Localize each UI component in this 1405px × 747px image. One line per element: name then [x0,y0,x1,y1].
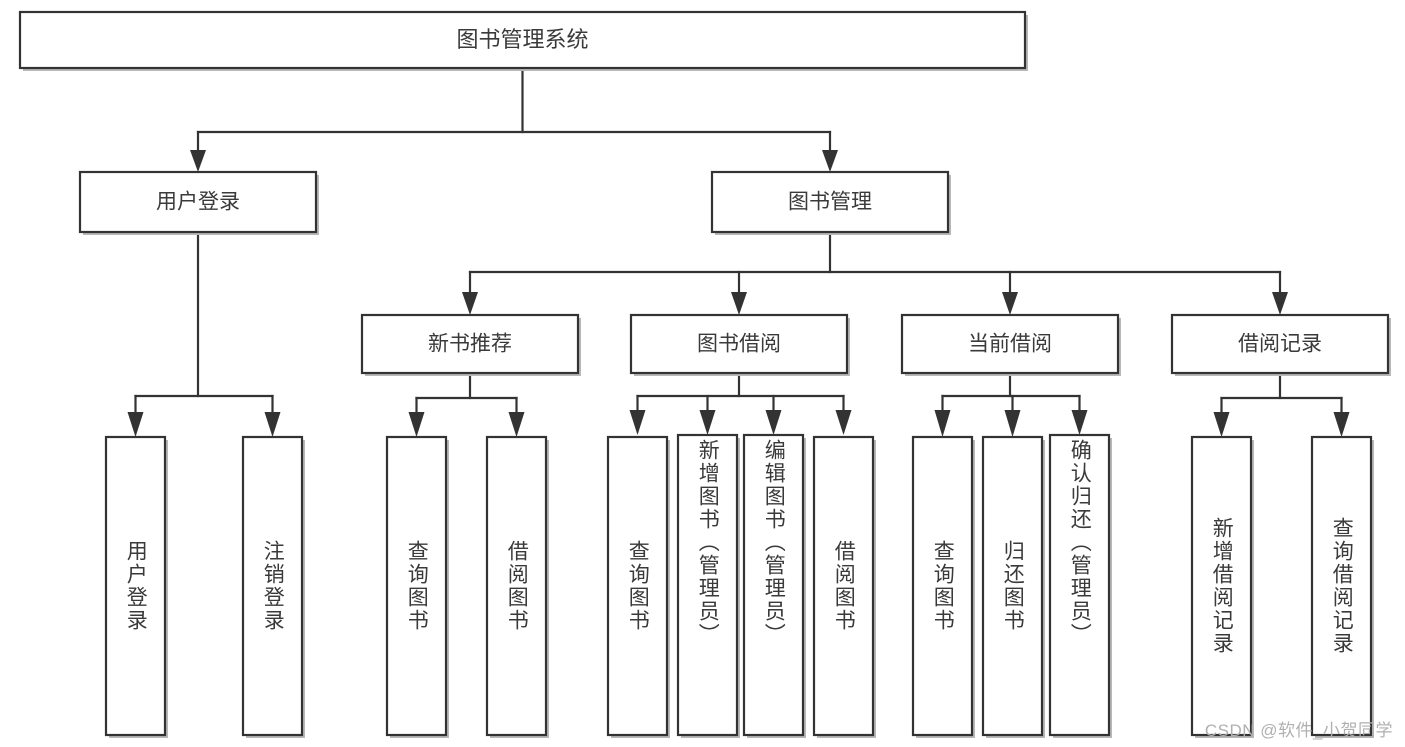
leaf-borrow-book-rec[interactable] [485,435,549,738]
arrow-head-book-borrow [731,292,747,315]
leaf-user-logout-box [241,435,304,737]
node-book-manage-label: 图书管理 [788,191,872,214]
leaf-borrow-book-box [812,435,875,737]
leaf-query-book-current-box [911,435,974,737]
leaf-edit-book-box [742,433,805,737]
node-root-box [18,10,1027,70]
leaf-query-book-borrow-box [606,435,669,737]
node-book-borrow[interactable]: 图书借阅 [629,313,850,376]
leaf-query-borrow-record[interactable] [1310,435,1374,738]
node-book-borrow-label: 图书借阅 [697,333,781,356]
leaf-borrow-book[interactable] [812,435,876,738]
arrow-head-user-login [190,150,206,172]
node-current-borrow-box [900,313,1120,375]
leaf-add-borrow-record-box [1190,435,1253,737]
arrow-head-leaf-query-book-borrow [629,410,646,435]
arrow-head-book-manage [822,150,838,172]
arrow-head-current-borrow [1002,292,1018,315]
arrow-head-leaf-borrow-book [835,410,852,435]
node-current-borrow-label: 当前借阅 [968,333,1052,356]
leaf-return-book[interactable] [981,435,1045,738]
leaf-edit-book[interactable] [742,433,806,738]
leaf-query-book-rec-box [385,435,448,737]
node-book-manage-box [710,170,950,234]
arrow-head-leaf-return-book [1004,410,1021,437]
leaf-add-book[interactable] [676,433,740,738]
node-book-borrow-box [629,313,849,375]
leaf-user-login-box [104,435,167,737]
leaf-user-login[interactable] [104,435,168,738]
node-borrow-record-label: 借阅记录 [1238,333,1322,356]
leaf-borrow-book-rec-box [485,435,548,737]
leaf-query-borrow-record-box [1310,435,1373,737]
node-new-book-recommend[interactable]: 新书推荐 [360,313,581,376]
node-user-login[interactable]: 用户登录 [78,170,319,235]
node-new-book-recommend-label: 新书推荐 [428,333,512,356]
node-current-borrow[interactable]: 当前借阅 [900,313,1121,376]
arrow-head-leaf-user-login [127,412,144,437]
arrow-head-borrow-record [1272,292,1288,315]
arrow-head-leaf-user-logout [264,412,281,437]
arrow-head-leaf-borrow-book-rec [508,412,525,437]
arrow-head-leaf-query-borrow-record [1333,412,1350,437]
connector-layer [127,66,1350,437]
node-user-login-box [78,170,318,234]
node-borrow-record-box [1170,313,1390,375]
watermark-text: CSDN @软件_小贺同学 [1204,721,1393,740]
arrow-head-leaf-edit-book [765,410,782,435]
leaf-query-book-current[interactable] [911,435,975,738]
leaf-query-book-borrow[interactable] [606,435,670,738]
leaf-add-book-box [676,433,739,737]
arrow-head-new-book-recommend [462,292,478,315]
node-root[interactable]: 图书管理系统 [18,10,1028,71]
leaf-user-logout[interactable] [241,435,305,738]
arrow-head-leaf-confirm-return [1071,410,1088,435]
leaf-confirm-return[interactable] [1048,433,1112,738]
arrow-head-leaf-add-book [699,410,716,435]
arrow-head-leaf-query-book-rec [408,412,425,437]
arrow-head-leaf-query-book-current [934,410,951,437]
leaf-query-book-rec[interactable] [385,435,449,738]
node-book-manage[interactable]: 图书管理 [710,170,951,235]
node-new-book-recommend-box [360,313,580,375]
arrow-head-leaf-add-borrow-record [1213,412,1230,437]
node-user-login-label: 用户登录 [156,191,240,214]
node-root-label: 图书管理系统 [456,27,588,52]
leaf-confirm-return-box [1048,433,1111,737]
leaf-return-book-box [981,435,1044,737]
leaf-add-borrow-record[interactable] [1190,435,1254,738]
node-borrow-record[interactable]: 借阅记录 [1170,313,1391,376]
